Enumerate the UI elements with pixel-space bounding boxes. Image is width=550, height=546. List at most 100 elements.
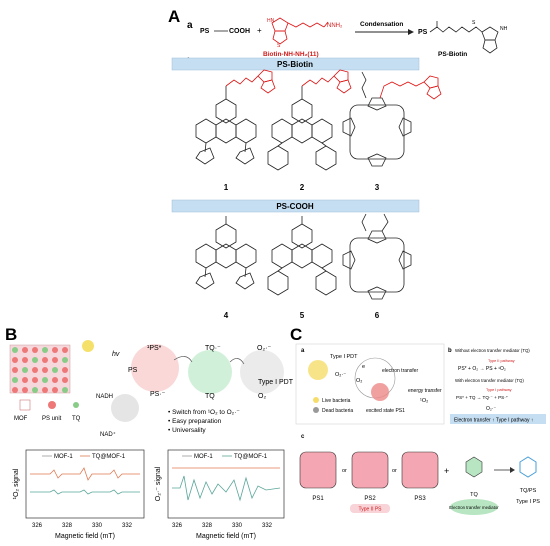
ps-rad-label: PS·⁻: [150, 391, 166, 398]
tq-label: TQ: [205, 393, 215, 400]
compound-2-label: 2: [300, 183, 305, 192]
mof-legend-icon: [19, 399, 31, 411]
compound-3-label: 3: [375, 183, 380, 192]
c-type2-ps: Type II PS: [358, 507, 382, 513]
o2-rad-label: O₂·⁻: [257, 345, 271, 352]
c-tq: TQ: [470, 492, 478, 498]
mof-node: [22, 377, 28, 383]
mof-node: [12, 357, 18, 363]
panel-a-sub-a: a: [187, 20, 193, 31]
panel-c-sub-a: a: [301, 348, 305, 354]
c-without: Without electron transfer mediator (TQ): [455, 348, 530, 353]
c-o2-label: O₂: [356, 378, 362, 384]
ps1-structure: [299, 451, 337, 489]
epr2-trace-bottom: [172, 475, 281, 502]
c-eq2: PS* + TQ → TQ·⁻ + PS·⁺: [456, 395, 509, 400]
c-electron-transfer: electron transfer: [382, 368, 418, 374]
mof-node: [22, 347, 28, 353]
c-or-1: or: [342, 468, 347, 474]
epr1-xlabel: Magnetic field (mT): [55, 533, 115, 540]
c-type1-pdt: Type I PDT: [330, 354, 358, 360]
epr2-tick-1: 328: [202, 523, 213, 529]
mof-node: [62, 347, 68, 353]
mof-node: [12, 377, 18, 383]
legend-tq: TQ: [72, 416, 81, 422]
c-eq1: PS* + O₂ → PS + ¹O₂: [458, 366, 506, 372]
reaction-plus: +: [257, 26, 262, 35]
c-eq3: O₂·⁻: [486, 406, 496, 412]
epr1-trace-bottom: [30, 489, 140, 495]
compound-6-structure: [342, 213, 412, 300]
legend-ps-unit: PS unit: [42, 416, 62, 422]
product-ps: PS: [418, 29, 428, 36]
bullet-1: • Switch from ¹O₂ to O₂·⁻: [168, 409, 240, 416]
c-ps1: PS1: [312, 496, 324, 502]
compound-4-label: 4: [224, 311, 229, 320]
c-summary-box: [450, 414, 546, 424]
mof-lattice: [9, 344, 71, 394]
compound-3-structure: [342, 71, 442, 167]
panel-b-label: B: [5, 325, 17, 344]
mof-node: [12, 387, 18, 393]
c-tqps: TQ/PS: [520, 488, 537, 494]
type2-ps-badge: [350, 504, 390, 513]
mof-node: [22, 367, 28, 373]
epr2-tick-0: 326: [172, 523, 183, 529]
biotin-s: S: [277, 43, 281, 49]
compound-1-structure: [195, 69, 276, 165]
o2-cycle-circle: [240, 350, 284, 394]
c-excited-label: excited state PS1: [366, 408, 405, 414]
mof-node: [32, 377, 38, 383]
mof-node: [42, 347, 48, 353]
epr1-tick-1: 328: [62, 523, 73, 529]
mof-node: [42, 377, 48, 383]
live-bacteria-icon: [313, 397, 319, 403]
ps-star-label: ¹PS*: [147, 345, 162, 352]
reactant-ps: PS: [200, 28, 210, 35]
c-energy-transfer: energy transfer: [408, 388, 442, 394]
c-o2rad-label: O₂·⁻: [335, 372, 346, 378]
tq-rad-label: TQ·⁻: [205, 345, 221, 352]
biotin-hydrazide-structure: [271, 17, 329, 45]
ps-unit-legend-icon: [48, 401, 56, 409]
bullet-3: • Universality: [168, 427, 206, 434]
c-excited-ps: [371, 383, 389, 401]
nad-label: NAD⁺: [100, 431, 116, 438]
type1-pdt-label: Type I PDT: [258, 379, 294, 386]
banner-ps-cooh: [171, 199, 420, 213]
biotin-nhnh2: NNH₂: [327, 23, 343, 29]
panel-c-a-box: [295, 343, 445, 425]
mof-node: [52, 377, 58, 383]
compound-2-structure: [267, 69, 352, 171]
epr1-tick-2: 330: [92, 523, 103, 529]
banner-ps-biotin: [171, 57, 420, 71]
compound-5-structure: [267, 216, 337, 296]
c-mediator: Electron transfer mediator: [449, 505, 499, 510]
mof-node: [32, 387, 38, 393]
mof-node: [42, 357, 48, 363]
product-s: S: [472, 20, 476, 26]
epr2-legend-tq: TQ@MOF-1: [234, 454, 268, 460]
mof-node: [42, 367, 48, 373]
epr2-ylabel: O₂·⁻ signal: [155, 466, 162, 501]
panel-c-sub-c: c: [301, 434, 305, 440]
mof-node: [52, 387, 58, 393]
c-eq1-label: Type II pathway: [488, 359, 515, 363]
light-icon: [82, 340, 94, 352]
c-type1-ps: Type I PS: [516, 499, 540, 505]
c-singlet-o2: ¹O₂: [420, 398, 428, 404]
compound-5-label: 5: [300, 311, 305, 320]
panel-c-sub-b: b: [448, 348, 452, 354]
dead-bacteria-icon: [313, 407, 319, 413]
bullet-2: • Easy preparation: [168, 418, 222, 425]
epr1-legend-mof: MOF-1: [54, 454, 73, 460]
epr-plot-2: MOF-1 TQ@MOF-1 326 328 330 332 Magnetic …: [155, 449, 285, 540]
mof-node: [32, 357, 38, 363]
panel-a-label: A: [168, 7, 180, 26]
panel-c-label: C: [290, 325, 302, 344]
epr1-tick-3: 332: [122, 523, 133, 529]
ps-biotin-structure: [429, 21, 499, 54]
mof-node: [22, 357, 28, 363]
banner-ps-cooh-text: PS-COOH: [276, 202, 314, 211]
